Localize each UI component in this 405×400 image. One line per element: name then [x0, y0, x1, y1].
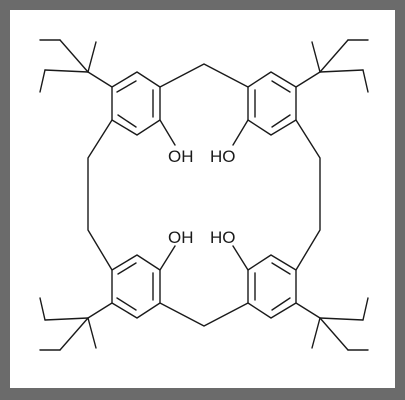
ring-top-right	[247, 71, 297, 136]
label-oh-bottom-left: OH	[168, 228, 194, 247]
ring-top-left-double-3	[117, 114, 137, 128]
tbu-tr-arm-2	[319, 69, 364, 73]
label-ho-bottom-right: HO	[210, 228, 236, 247]
ring-top-left	[111, 71, 161, 136]
hydroxyl-bonds	[159, 119, 249, 271]
tbu-br-arm-2	[319, 317, 364, 321]
bridge-top	[159, 63, 249, 88]
tbu-tl-arm-1	[59, 39, 89, 73]
ring-bottom-right	[247, 254, 297, 319]
tbu-tr-arm-1	[319, 39, 349, 73]
tbu-br-arm-3	[311, 317, 321, 349]
tbu-bl-arm-1	[59, 317, 89, 351]
tbu-tr-stem	[295, 71, 321, 88]
tbu-bl-arm-2	[44, 317, 89, 321]
bond-oh-top-right	[232, 119, 249, 146]
ring-top-right-double-3	[271, 114, 291, 128]
tbu-br-arm-1	[319, 317, 349, 351]
bridge-right	[295, 119, 321, 271]
tert-butyl-bottom-left	[39, 297, 113, 351]
tert-butyl-top-left	[39, 39, 113, 93]
tbu-br-stem	[295, 302, 321, 319]
ring-bottom-left	[111, 254, 161, 319]
tbu-tl-tip-2	[39, 69, 46, 93]
bridge-bottom	[159, 302, 249, 327]
label-oh-top-left: OH	[168, 147, 194, 166]
tbu-br-tip-2	[362, 297, 369, 321]
ring-bottom-left-double-1	[117, 262, 137, 275]
diagram-canvas: OH HO OH HO	[10, 10, 395, 388]
calixarene-structure: OH HO OH HO	[39, 39, 369, 351]
tbu-tl-stem	[87, 71, 113, 88]
tbu-tl-arm-2	[44, 69, 89, 73]
tert-butyl-top-right	[295, 39, 369, 93]
bond-oh-top-left	[159, 119, 176, 146]
tbu-tr-arm-3	[311, 41, 321, 73]
tbu-tl-arm-3	[87, 41, 97, 73]
ring-bottom-left-double-3	[116, 297, 137, 311]
tbu-bl-stem	[87, 302, 113, 319]
bridge-left	[87, 119, 113, 271]
tert-butyl-bottom-right	[295, 297, 369, 351]
bond-oh-bottom-right	[232, 245, 249, 271]
ring-top-left-double-1	[116, 80, 137, 93]
ring-bottom-right-double-2	[271, 262, 291, 275]
tbu-tr-tip-2	[362, 69, 369, 93]
ring-top-right-double-2	[271, 80, 291, 93]
tbu-bl-tip-2	[39, 297, 46, 321]
label-ho-top-right: HO	[210, 147, 236, 166]
methylene-bridges	[87, 63, 321, 327]
ring-bottom-right-double-3	[271, 297, 291, 311]
tbu-bl-arm-3	[87, 317, 97, 349]
bond-oh-bottom-left	[159, 245, 176, 271]
